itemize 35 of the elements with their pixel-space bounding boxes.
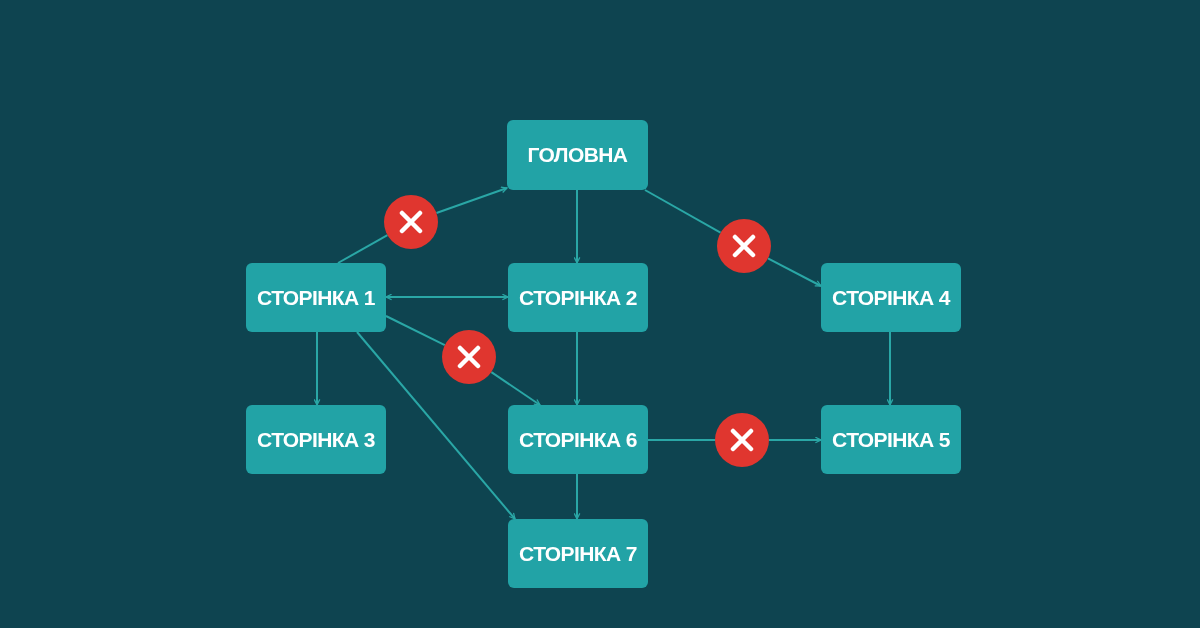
connector-line (337, 234, 389, 264)
page-title: СТОРІНКА 7 (519, 541, 637, 566)
arrow (766, 257, 822, 287)
page-title: СТОРІНКА 4 (832, 285, 950, 310)
cross-circle (442, 330, 496, 384)
cross-circle (717, 219, 771, 273)
page-title: СТОРІНКА 3 (257, 427, 375, 452)
cross-circle (384, 195, 438, 249)
arrow (490, 371, 541, 406)
page-title: СТОРІНКА 5 (832, 427, 950, 452)
arrow (573, 189, 581, 264)
page-box (821, 405, 961, 474)
page-box (508, 519, 648, 588)
page-title: ГОЛОВНА (527, 143, 628, 167)
connector-line (644, 189, 722, 234)
page-box (821, 263, 961, 332)
page-box (246, 263, 386, 332)
arrow (435, 186, 508, 214)
page-title: СТОРІНКА 1 (257, 285, 375, 310)
page-box (508, 263, 648, 332)
arrow (313, 331, 321, 406)
page-box (246, 405, 386, 474)
connector-line (385, 315, 446, 347)
arrow (768, 436, 822, 444)
page-title: СТОРІНКА 6 (519, 427, 637, 452)
arrow (385, 293, 509, 301)
arrow (573, 331, 581, 406)
page-title: СТОРІНКА 2 (519, 285, 637, 310)
connector-line (647, 439, 716, 441)
cross-circle (715, 413, 769, 467)
page-box (507, 120, 648, 190)
arrow (573, 473, 581, 520)
arrow (356, 331, 516, 520)
arrow (886, 331, 894, 406)
page-box (508, 405, 648, 474)
